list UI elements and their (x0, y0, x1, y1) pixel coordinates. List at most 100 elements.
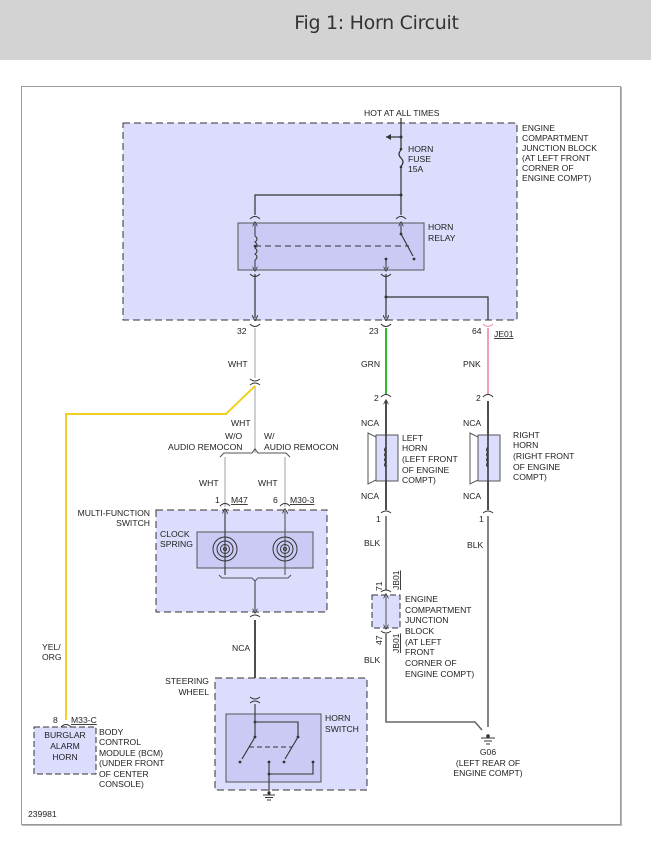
svg-text:SWITCH: SWITCH (325, 724, 359, 734)
multi-function-switch-label: MULTI-FUNCTION SWITCH (78, 508, 150, 528)
horn-fuse (386, 118, 404, 215)
svg-text:ENGINE: ENGINE (522, 123, 555, 133)
svg-text:SWITCH: SWITCH (116, 518, 150, 528)
pin-right-horn-bot: 1 (479, 514, 484, 524)
wire-label-blk-left: BLK (364, 538, 381, 548)
svg-text:CORNER OF: CORNER OF (405, 658, 457, 668)
pin-right-horn-top: 2 (476, 393, 481, 403)
right-horn-nca-bot: NCA (463, 491, 481, 501)
svg-text:MULTI-FUNCTION: MULTI-FUNCTION (78, 508, 150, 518)
svg-text:COMPARTMENT: COMPARTMENT (405, 605, 472, 615)
ground-g06-icon (481, 734, 495, 745)
svg-text:RELAY: RELAY (428, 233, 456, 243)
svg-text:CORNER OF: CORNER OF (522, 163, 574, 173)
svg-text:HORN: HORN (428, 222, 453, 232)
connector-jb01-bot: JB01 (391, 633, 401, 653)
right-horn-label: RIGHT HORN (RIGHT FRONT OF ENGINE COMPT) (513, 430, 575, 482)
horn-relay (237, 223, 425, 270)
svg-text:HORN: HORN (325, 713, 350, 723)
svg-text:BODY: BODY (99, 727, 124, 737)
wire-label-wht-split: WHT (231, 418, 251, 428)
svg-text:COMPT): COMPT) (402, 475, 436, 485)
svg-text:ENGINE COMPT): ENGINE COMPT) (453, 768, 522, 778)
wire-label-wht-right: WHT (258, 478, 278, 488)
svg-text:MODULE (BCM): MODULE (BCM) (99, 748, 163, 758)
left-horn-nca-bot: NCA (361, 491, 379, 501)
svg-text:(LEFT REAR OF: (LEFT REAR OF (456, 758, 520, 768)
figure-header: Fig 1: Horn Circuit (0, 0, 651, 60)
clock-spring-coil-left-icon (212, 536, 238, 562)
right-horn-nca-top: NCA (463, 418, 481, 428)
wire-label-blk-jb: BLK (364, 655, 381, 665)
pin-32: 32 (237, 326, 247, 336)
svg-text:HORN: HORN (408, 144, 433, 154)
svg-text:G06: G06 (480, 747, 496, 757)
svg-text:(RIGHT FRONT: (RIGHT FRONT (513, 451, 575, 461)
horn-fuse-label: HORN FUSE 15A (408, 144, 433, 174)
svg-text:HORN: HORN (52, 752, 77, 762)
pin-23: 23 (369, 326, 379, 336)
engine-junction-block-top-label: ENGINE COMPARTMENT JUNCTION BLOCK (AT LE… (522, 123, 597, 183)
svg-text:COMPARTMENT: COMPARTMENT (522, 133, 589, 143)
pin-jb-47: 47 (374, 635, 384, 645)
left-horn-nca-top: NCA (361, 418, 379, 428)
left-horn (367, 401, 399, 514)
bcm-label: BODY CONTROL MODULE (BCM) (UNDER FRONT O… (99, 727, 165, 789)
horn-switch (225, 704, 322, 793)
steering-wheel-label: STEERING WHEEL (165, 676, 209, 697)
svg-text:RIGHT: RIGHT (513, 430, 540, 440)
wire-label-nca: NCA (232, 643, 250, 653)
option-without-audio-remocon-2: AUDIO REMOCON (168, 442, 242, 452)
svg-text:(AT LEFT FRONT: (AT LEFT FRONT (522, 153, 591, 163)
body-control-module (33, 726, 97, 775)
svg-text:ENGINE: ENGINE (405, 594, 438, 604)
horn-switch-label: HORN SWITCH (325, 713, 359, 734)
svg-text:(LEFT FRONT: (LEFT FRONT (402, 454, 458, 464)
svg-text:ENGINE COMPT): ENGINE COMPT) (405, 669, 474, 679)
horn-relay-label: HORN RELAY (428, 222, 456, 243)
pin-left-horn-top: 2 (374, 393, 379, 403)
clock-spring (196, 511, 314, 582)
svg-text:ENGINE COMPT): ENGINE COMPT) (522, 173, 591, 183)
figure-title: Fig 1: Horn Circuit (294, 12, 459, 34)
svg-text:HORN: HORN (402, 443, 427, 453)
wire-yel-org (65, 385, 256, 720)
svg-text:WHEEL: WHEEL (178, 687, 209, 697)
svg-text:15A: 15A (408, 164, 424, 174)
wire-label-yel-org-1: YEL/ (42, 642, 61, 652)
ground-steering-icon (263, 791, 275, 801)
wire-label-pnk: PNK (463, 359, 481, 369)
option-without-audio-remocon-1: W/O (225, 431, 242, 441)
svg-text:OF CENTER: OF CENTER (99, 769, 149, 779)
svg-text:SPRING: SPRING (160, 539, 193, 549)
svg-text:CLOCK: CLOCK (160, 529, 190, 539)
svg-text:BLOCK: BLOCK (405, 626, 434, 636)
diagram-id: 239981 (28, 809, 57, 819)
pin-jb-71: 71 (374, 581, 384, 591)
svg-text:(UNDER FRONT: (UNDER FRONT (99, 758, 165, 768)
pin-64: 64 (472, 326, 482, 336)
svg-text:CONSOLE): CONSOLE) (99, 779, 144, 789)
pin-m33-c: 8 (53, 715, 58, 725)
svg-text:STEERING: STEERING (165, 676, 209, 686)
option-with-audio-remocon-1: W/ (264, 431, 275, 441)
svg-text:FRONT: FRONT (405, 647, 435, 657)
svg-text:COMPT): COMPT) (513, 472, 547, 482)
svg-text:OF ENGINE: OF ENGINE (402, 465, 450, 475)
connector-jb01-top: JB01 (391, 570, 401, 590)
right-horn (469, 401, 501, 514)
pin-m47: 1 (215, 495, 220, 505)
option-with-audio-remocon-2: AUDIO REMOCON (264, 442, 338, 452)
clock-spring-label: CLOCK SPRING (160, 529, 193, 549)
clock-spring-coil-right-icon (272, 536, 298, 562)
wire-label-grn: GRN (361, 359, 380, 369)
engine-junction-block-bottom-label: ENGINE COMPARTMENT JUNCTION BLOCK (AT LE… (405, 594, 474, 679)
svg-text:HORN: HORN (513, 440, 538, 450)
connector-m30-3: M30-3 (290, 495, 315, 505)
wire-label-wht: WHT (228, 359, 248, 369)
svg-text:CONTROL: CONTROL (99, 737, 141, 747)
wire-label-yel-org-2: ORG (42, 652, 62, 662)
hot-at-all-times-label: HOT AT ALL TIMES (364, 108, 440, 118)
pin-m30-3: 6 (273, 495, 278, 505)
connector-m33-c: M33-C (71, 715, 97, 725)
